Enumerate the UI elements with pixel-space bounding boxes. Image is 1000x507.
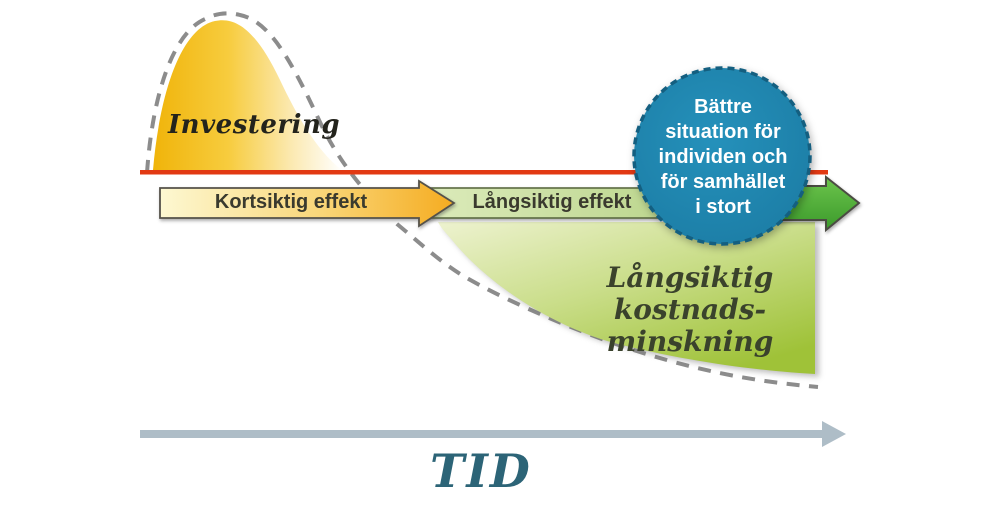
short-term-arrow [159, 179, 456, 228]
short-term-effect-label: Kortsiktig effekt [214, 191, 368, 213]
outcome-circle-text-line: i stort [695, 196, 751, 218]
investment-area [153, 20, 342, 171]
investment-label: Investering [168, 110, 341, 140]
cost-reduction-area [438, 222, 815, 374]
cost-reduction-label: Långsiktig kostnads- minskning [540, 262, 840, 358]
outcome-circle-text-line: för samhället [660, 171, 786, 193]
outcome-circle-text-line: individen och [658, 146, 788, 168]
outcome-circle-text-line: situation för [665, 121, 781, 143]
outcome-circle-text-line: Bättre [694, 96, 752, 118]
long-term-effect-label: Långsiktig effekt [472, 191, 632, 213]
time-axis-label: TID [430, 444, 532, 498]
cost-reduction-label-line: Långsiktig kostnads- [606, 261, 774, 326]
cost-reduction-label-line: minskning [606, 325, 774, 358]
outcome-circle [632, 66, 812, 246]
time-axis-arrow [140, 421, 846, 447]
outcome-circle-text: Bättre situation för individen och för s… [634, 95, 812, 220]
baseline-line [140, 170, 828, 175]
